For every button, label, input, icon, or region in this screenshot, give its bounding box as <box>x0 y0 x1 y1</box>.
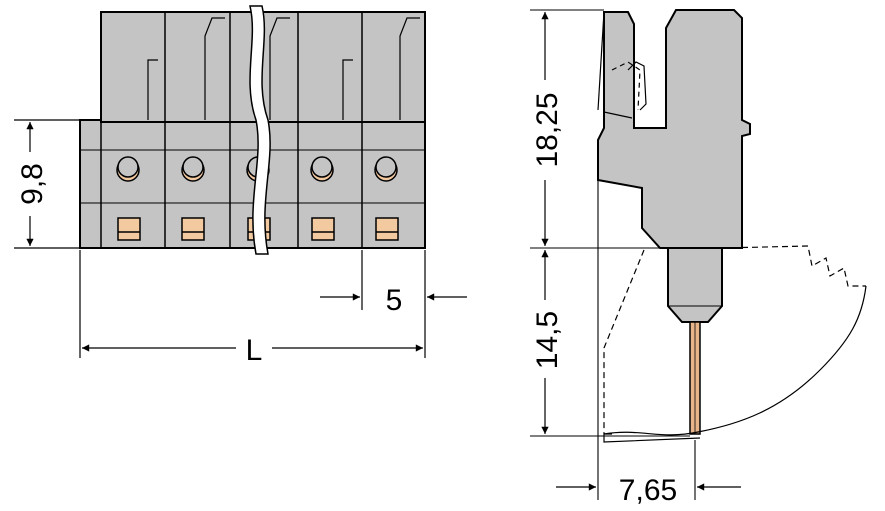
dimension-label-offset: 7,65 <box>619 474 677 507</box>
dimension-label-height-lower: 14,5 <box>531 311 564 369</box>
dimension-label-length: L <box>246 334 263 367</box>
side-latch-lines <box>597 11 647 119</box>
pcb-outline <box>603 245 867 443</box>
dimension-label-pitch: 5 <box>386 284 403 317</box>
break-line <box>249 5 271 255</box>
dimension-label-height-upper: 18,25 <box>531 92 564 167</box>
side-view: 18,25 14,5 7,65 <box>530 9 867 507</box>
pin-header-body <box>667 247 723 323</box>
front-latch-details <box>147 17 420 120</box>
dimension-label-height-front: 9,8 <box>16 163 49 205</box>
front-view: 9,8 5 L <box>14 5 467 367</box>
side-extension-lines <box>530 9 696 500</box>
dimension-pitch <box>320 250 467 358</box>
dimension-length <box>79 250 423 358</box>
side-housing <box>597 9 751 249</box>
dimension-height-front <box>14 119 80 249</box>
